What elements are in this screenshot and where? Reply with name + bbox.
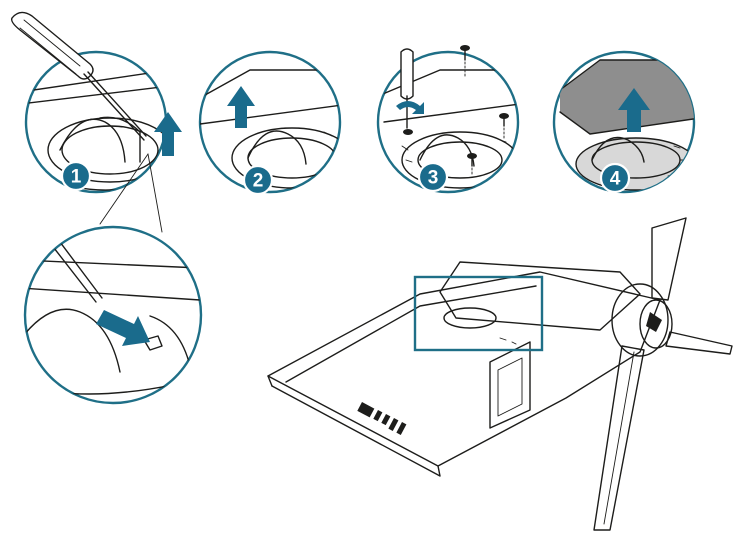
screwdriver-icon <box>400 48 414 129</box>
screw-icon <box>499 113 509 141</box>
step-2-badge: 2 <box>242 164 274 196</box>
push-arrow-icon <box>96 310 150 346</box>
rotate-arrow-icon <box>396 101 424 114</box>
step-3-number: 3 <box>428 168 439 189</box>
step-1-panel: 1 <box>10 11 182 194</box>
io-ports <box>357 402 407 435</box>
step-2-number: 2 <box>253 171 264 192</box>
step-3-badge: 3 <box>417 161 449 193</box>
screwdriver-icon <box>10 11 147 141</box>
step-1-number: 1 <box>71 167 82 188</box>
up-arrow-icon <box>154 112 182 156</box>
step-3-panel: 3 <box>376 45 520 194</box>
screw-icon <box>467 153 477 177</box>
screw-icon <box>460 45 470 77</box>
up-arrow-icon <box>227 86 255 128</box>
detail-highlight-box <box>413 275 544 352</box>
up-arrow-icon <box>618 88 650 132</box>
step-4-number: 4 <box>610 169 621 190</box>
step-1-badge: 1 <box>60 160 92 192</box>
zoom-detail-panel <box>23 153 203 405</box>
step-4-panel: 4 <box>552 50 696 194</box>
monitor-illustration <box>267 217 733 531</box>
step-2-panel: 2 <box>198 50 342 196</box>
screw-icon <box>403 129 413 135</box>
step-3-frame <box>376 50 520 194</box>
step-4-badge: 4 <box>599 162 631 194</box>
